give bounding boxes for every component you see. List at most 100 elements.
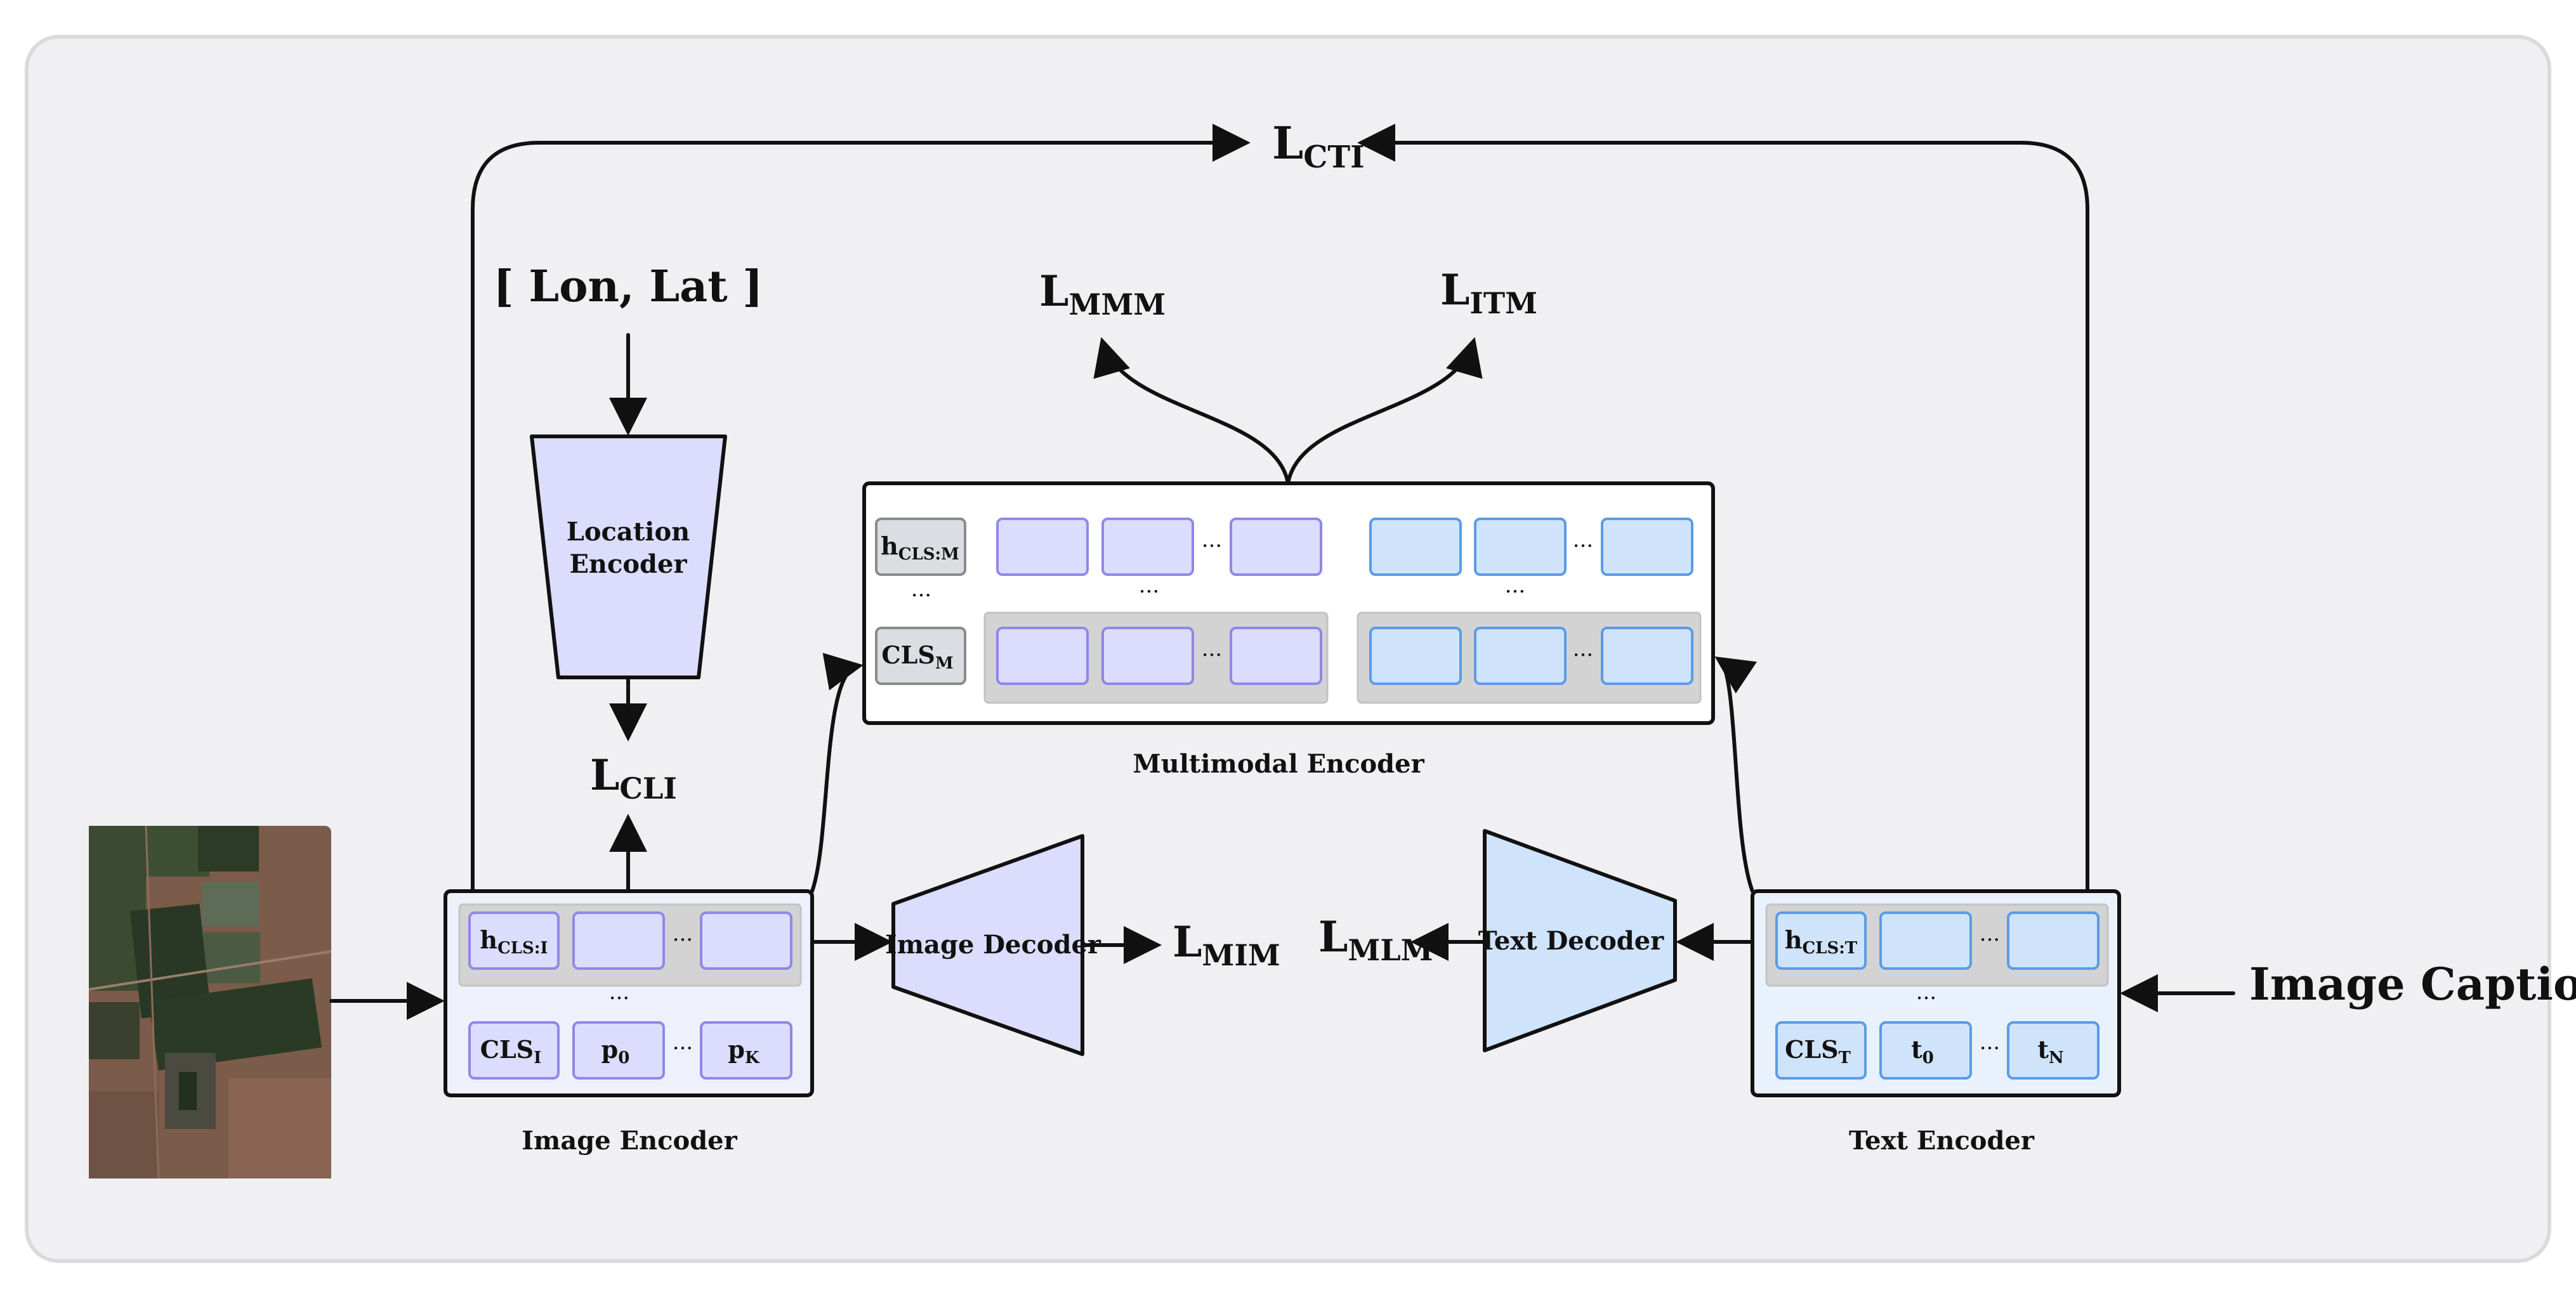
loss-cti-sub: CTI [1303, 140, 1364, 175]
image-pk-sub: K [745, 1048, 760, 1067]
loss-itm-sub: ITM [1469, 286, 1537, 320]
location-input-label: [ Lon, Lat ] [494, 261, 763, 312]
text-hcls-sub: CLS:T [1802, 939, 1857, 958]
text-hidden-token [1879, 911, 1972, 970]
image-encoder-caption: Image Encoder [522, 1126, 737, 1156]
loss-itm-main: L [1440, 265, 1469, 315]
svg-text:t0: t0 [1911, 1035, 1934, 1067]
multimodal-cls-token [875, 627, 966, 685]
svg-text:LCLI: LCLI [590, 750, 677, 806]
loss-cti-main: L [1272, 117, 1303, 169]
text-decoder-label: Text Decoder [1478, 926, 1664, 956]
text-column-ellipsis: ··· [1916, 986, 1936, 1011]
image-decoder-label: Image Decoder [885, 930, 1101, 960]
text-tn-sub: N [2049, 1048, 2064, 1067]
arrow-text-encoder-to-multimodal [1714, 656, 1758, 893]
image-cls-sub: I [534, 1048, 541, 1067]
multimodal-text-input-token [1369, 627, 1462, 685]
multimodal-text-input-token [1601, 627, 1693, 685]
svg-text:LMMM: LMMM [1039, 266, 1166, 322]
image-hcls-sub: CLS:I [497, 939, 548, 958]
image-patch-token-last [700, 1021, 792, 1080]
loss-mlm-sub: MLM [1348, 933, 1433, 967]
svg-text:CLSM: CLSM [881, 641, 953, 673]
multimodal-text-column-ellipsis: ··· [1505, 579, 1525, 604]
multimodal-image-column-ellipsis: ··· [1139, 579, 1159, 604]
text-decoder [1483, 829, 1677, 1052]
svg-text:LCTI: LCTI [1272, 117, 1365, 175]
loss-mim-main: L [1173, 917, 1202, 967]
text-word-token-last [2007, 1021, 2100, 1080]
text-cls-sub: T [1839, 1048, 1851, 1067]
image-encoder: hCLS:I ··· ··· CLSI p0 ··· pK [444, 889, 814, 1097]
image-column-ellipsis: ··· [609, 986, 629, 1011]
connectors [329, 124, 2235, 1020]
arrow-image-encoder-to-multimodal [810, 653, 864, 893]
text-tn-main: t [2037, 1035, 2049, 1064]
loss-mlm-main: L [1318, 912, 1348, 962]
text-encoder-caption: Text Encoder [1849, 1126, 2035, 1156]
loss-mmm-sub: MMM [1068, 287, 1166, 322]
image-p0-sub: 0 [618, 1048, 629, 1067]
multimodal-image-hidden-token [1101, 518, 1194, 576]
arrow-multimodal-to-itm [1286, 337, 1483, 485]
svg-text:LMIM: LMIM [1173, 917, 1280, 972]
image-cls-token [468, 1021, 560, 1080]
text-row-ellipsis: ··· [1980, 1036, 2000, 1061]
svg-text:LITM: LITM [1440, 265, 1537, 320]
multimodal-image-hidden-token [996, 518, 1089, 576]
multimodal-text-hidden-token [1369, 518, 1462, 576]
multimodal-encoder-caption: Multimodal Encoder [1133, 749, 1424, 779]
multimodal-hcls-token [875, 518, 966, 576]
text-hcls-token [1775, 911, 1867, 970]
image-hidden-token [700, 911, 792, 970]
svg-text:pK: pK [728, 1035, 760, 1067]
multimodal-text-row-ellipsis: ··· [1573, 533, 1593, 559]
svg-text:CLST: CLST [1785, 1035, 1851, 1067]
multimodal-hcls-sub: CLS:M [898, 545, 959, 564]
multimodal-cls-main: CLS [881, 641, 935, 669]
multimodal-image-input-token [1230, 627, 1322, 685]
text-row-ellipsis: ··· [1980, 927, 2000, 953]
multimodal-hcls-main: h [881, 532, 898, 560]
text-cls-token [1775, 1021, 1867, 1080]
image-patch-token-first [572, 1021, 665, 1080]
loss-cli-main: L [590, 750, 619, 800]
svg-text:hCLS:I: hCLS:I [480, 925, 548, 958]
multimodal-cls-ellipsis: ··· [911, 583, 931, 608]
text-t0-sub: 0 [1922, 1048, 1934, 1067]
location-encoder [530, 434, 727, 679]
text-hcls-main: h [1785, 925, 1803, 954]
image-hcls-token [468, 911, 560, 970]
image-p0-main: p [601, 1035, 619, 1064]
multimodal-text-input-token [1474, 627, 1567, 685]
loss-cli-sub: CLI [619, 771, 676, 806]
multimodal-text-hidden-token [1474, 518, 1567, 576]
image-row-ellipsis: ··· [673, 927, 693, 953]
image-caption-input-label: Image Caption [2249, 958, 2576, 1010]
multimodal-image-input-token [996, 627, 1089, 685]
image-pk-main: p [728, 1035, 745, 1064]
image-hidden-token [572, 911, 665, 970]
multimodal-image-row-ellipsis: ··· [1202, 533, 1222, 559]
text-cls-main: CLS [1785, 1035, 1838, 1064]
arrow-image-encoder-to-cti [471, 124, 1251, 893]
multimodal-text-hidden-token [1601, 518, 1693, 576]
location-encoder-label-line2: Encoder [569, 549, 687, 579]
satellite-image [88, 825, 332, 1179]
multimodal-image-input-token [1101, 627, 1194, 685]
svg-text:hCLS:M: hCLS:M [881, 532, 959, 564]
text-hidden-token [2007, 911, 2100, 970]
multimodal-image-hidden-token [1230, 518, 1322, 576]
text-t0-main: t [1911, 1035, 1922, 1064]
image-cls-main: CLS [480, 1035, 534, 1064]
image-row-ellipsis: ··· [673, 1036, 693, 1061]
multimodal-cls-sub: M [935, 654, 954, 673]
multimodal-text-row-ellipsis: ··· [1573, 643, 1593, 668]
multimodal-image-row-ellipsis: ··· [1202, 643, 1222, 668]
loss-mmm-main: L [1039, 266, 1068, 316]
svg-text:hCLS:T: hCLS:T [1785, 925, 1858, 958]
arrow-multimodal-to-mmm [1093, 337, 1290, 485]
location-encoder-label-line1: Location [567, 517, 690, 547]
